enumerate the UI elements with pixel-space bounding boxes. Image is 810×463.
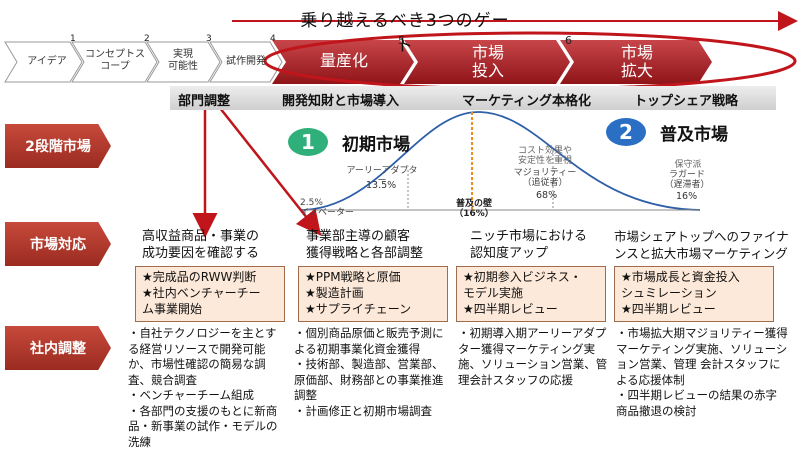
row-label-internal: 社内調整 [5,326,111,370]
stage-chevron-1 [4,41,83,83]
stage-chevron-7 [560,40,712,84]
majority-pct: 68% [536,190,558,201]
stage-num-3: 3 [206,34,212,44]
early-adopter-label: アーリーアダプター [346,166,418,186]
col2-heading: 事業部主導の顧客 獲得戦略と各部調整 [306,229,424,261]
innovator-label: 2.5% イノベーター [300,198,355,218]
adoption-curve [299,111,701,211]
col2-bullets: ・個別商品原価と販売予測による初期事業化資金獲得 ・技術部、製造部、営業部、原価… [294,326,454,419]
col1-bullets: ・自社テクノロジーを主とする経営リソースで開発可能か、市場性確認の簡易な調査、競… [128,326,286,450]
bullet: ・計画修正と初期市場調査 [294,403,432,418]
arrow-diag [219,107,322,236]
phase-top-share: トップシェア戦略 [634,94,739,109]
stage-market-entry: 市場 投入 [471,43,504,80]
col2-action-box: ★PPM戦略と原価 ★製造計画 ★サプライチェーン [298,266,448,322]
col3-action-box: ★初期参入ビジネス・ モデル実施 ★四半期レビュー [456,266,606,322]
phase-ip-market-intro: 開発知財と市場導入 [282,94,400,109]
col4-heading: 市場シェアトップへのファイナ ンスと拡大市場マーケティング [614,229,789,261]
bullet: ・市場拡大期マジョリティー獲得マーケティング実施、ソリューション営業、管理 会計… [616,326,788,387]
early-adopter-pct: 13.5% [366,180,397,191]
stage-idea: アイデア [27,56,67,67]
stage-concept-scope: コンセプトス コープ [85,49,145,72]
laggard-pct: 16% [676,191,698,202]
phase-dept-coordination: 部門調整 [178,94,231,109]
col3-heading: ニッチ市場における 認知度アップ [470,229,588,261]
bullet: ・初期導入期アーリーアダプター獲得マーケティング実施、ソリューション営業、管理会… [458,326,608,387]
main-market-number: 2 [606,118,646,146]
phase-marketing: マーケティング本格化 [462,94,591,109]
laggard-label: ラガード （遅滞者） [664,170,710,190]
gate-title: 乗り越えるべき3つのゲート [300,11,510,56]
row-label-market-response: 市場対応 [5,222,111,266]
col4-bullets: ・市場拡大期マジョリティー獲得マーケティング実施、ソリューション営業、管理 会計… [616,326,788,419]
stage-feasibility: 実現 可能性 [168,49,198,72]
stage-chevron-6 [404,40,570,84]
col3-bullets: ・初期導入期アーリーアダプター獲得マーケティング実施、ソリューション営業、管理会… [458,326,608,388]
chasm-label: 普及の壁 （16%） [454,199,494,219]
majority-note: コスト効果や 安定性を重視 [517,146,572,166]
main-market-label: 普及市場 [660,125,728,145]
row-label-two-stage-market: 2段階市場 [5,124,111,168]
stage-mass-production: 量産化 [319,51,368,70]
col1-heading: 高収益商品・事業の 成功要因を確認する [142,229,260,261]
stage-num-6: 6 [565,34,572,47]
early-market-label: 初期市場 [342,135,410,155]
stage-num-4: 4 [270,34,276,44]
stage-chevron-5 [272,40,414,84]
bullet: ・自社テクノロジーを主とする経営リソースで開発可能か、市場性確認の簡易な調査、競… [128,326,277,387]
bullet: ・個別商品原価と販売予測による初期事業化資金獲得 [294,326,444,356]
phase-bar [170,86,776,110]
stage-chevron-4 [209,41,283,83]
stage-num-2: 2 [144,34,150,44]
stage-num-5: 5 [398,34,405,47]
stage-market-expansion: 市場 拡大 [620,43,653,80]
bullet: ・ベンチャーチーム組成 [128,388,255,402]
stage-num-1: 1 [70,34,76,44]
col1-action-box: ★完成品のRWW判断 ★社内ベンチャーチー ム事業開始 [135,266,285,322]
bullet: ・技術部、製造部、営業部、原価部、財務部との事業推進調整 [294,357,444,402]
stage-chevron-2 [71,41,158,83]
stage-chevron-3 [146,41,221,83]
bullet: ・各部門の支援のもとに新商品・新事業の試作・モデルの洗練 [128,403,278,449]
majority-label: マジョリティー （追従者） [513,168,577,188]
col4-action-box: ★市場成長と資金投入 シュミレーション ★四半期レビュー [614,266,774,322]
stage-prototype: 試作開発 [226,56,266,67]
bullet: ・四半期レビューの結果の赤字商品撤退の検討 [616,388,777,418]
early-market-number: 1 [288,128,328,156]
laggard-note: 保守派 [674,160,702,170]
